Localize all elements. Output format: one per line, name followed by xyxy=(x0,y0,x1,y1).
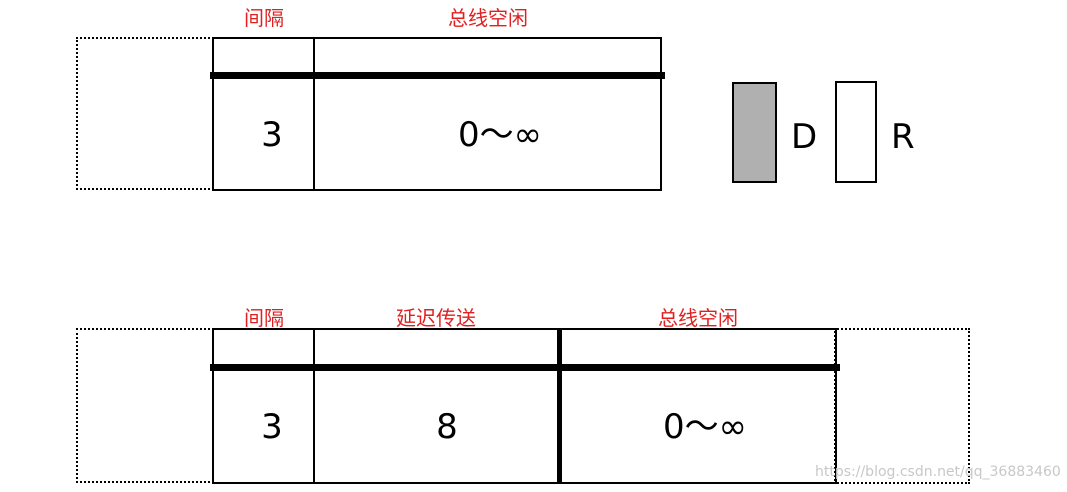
top-gap-label: 间隔 xyxy=(244,6,284,30)
watermark: https://blog.csdn.net/qq_36883460 xyxy=(815,464,1061,480)
bottom-bus-idle-label: 总线空闲 xyxy=(658,306,738,330)
bottom-next-frame-box xyxy=(834,328,970,484)
bottom-gap-label: 间隔 xyxy=(244,306,284,330)
dominant-legend-label: D xyxy=(791,117,818,157)
bottom-delay-cell xyxy=(313,328,561,484)
recessive-legend-swatch xyxy=(835,81,877,183)
top-gap-cell xyxy=(212,37,316,191)
top-bus-idle-value: 0～∞ xyxy=(458,115,542,155)
recessive-legend-label: R xyxy=(891,117,915,157)
bottom-diagram: 间隔 延迟传送 总线空闲 3 8 0～∞ xyxy=(0,290,1067,492)
bottom-bus-idle-value: 0～∞ xyxy=(663,407,747,447)
top-recessive-level-line xyxy=(210,72,665,79)
top-bus-idle-label: 总线空闲 xyxy=(448,6,528,30)
top-diagram: 间隔 总线空闲 3 0～∞ xyxy=(0,0,700,200)
top-bus-idle-cell xyxy=(313,37,662,191)
top-gap-value: 3 xyxy=(261,115,283,155)
bottom-gap-cell xyxy=(212,328,316,484)
bottom-gap-value: 3 xyxy=(261,407,283,447)
bottom-delay-bus-idle-divider xyxy=(557,328,562,484)
legend: D R xyxy=(725,75,925,190)
bottom-delay-label: 延迟传送 xyxy=(396,306,476,330)
bottom-previous-frame-box xyxy=(76,328,214,483)
bottom-recessive-level-line xyxy=(210,364,840,371)
top-previous-frame-box xyxy=(76,37,214,190)
bottom-delay-value: 8 xyxy=(436,407,458,447)
dominant-legend-swatch xyxy=(732,82,777,183)
bottom-bus-idle-cell xyxy=(558,328,837,484)
